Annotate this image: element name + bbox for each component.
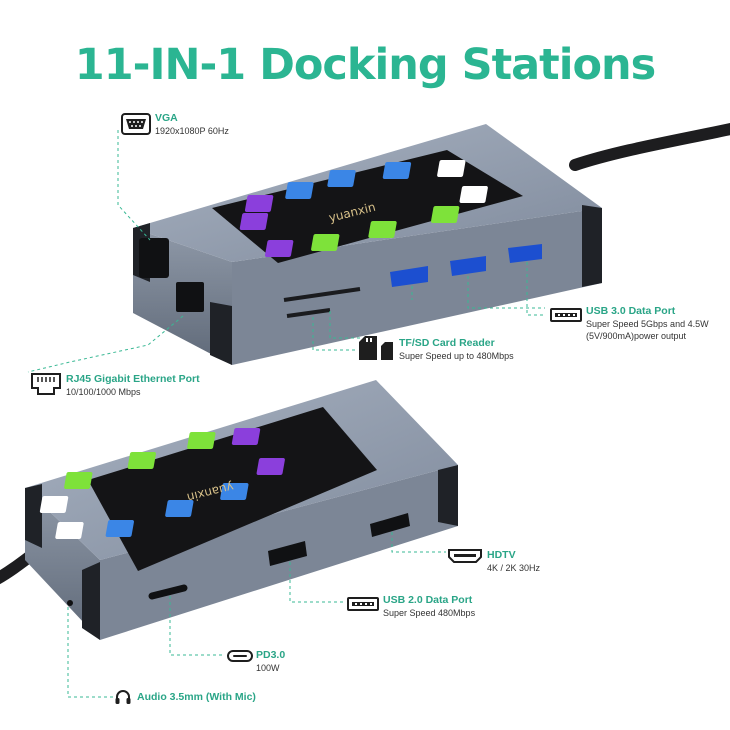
vga-callout: VGA 1920x1080P 60Hz bbox=[155, 112, 229, 137]
usb3-sub: Super Speed 5Gbps and 4.5W bbox=[586, 319, 709, 329]
screen-icon bbox=[382, 162, 412, 179]
usb-c-icon bbox=[227, 650, 253, 662]
usb2-sub: Super Speed 480Mbps bbox=[383, 608, 476, 618]
screen-icon bbox=[431, 206, 460, 223]
vga-icon bbox=[121, 113, 151, 135]
bottom-hdmi-port bbox=[370, 513, 410, 537]
top-usb3-port-1 bbox=[390, 266, 428, 287]
sd-card-icon bbox=[359, 336, 393, 360]
top-rj45-port bbox=[176, 282, 204, 312]
usb3-callout: USB 3.0 Data Port Super Speed 5Gbps and … bbox=[586, 305, 709, 342]
rj45-title: RJ45 Gigabit Ethernet Port bbox=[66, 373, 200, 385]
audio-callout: Audio 3.5mm (With Mic) bbox=[137, 691, 256, 704]
top-dock: yuanxin bbox=[133, 122, 730, 365]
headphones-icon bbox=[115, 690, 131, 704]
usb-icon bbox=[347, 597, 379, 611]
top-dock-cable bbox=[569, 122, 730, 171]
usb2-callout: USB 2.0 Data Port Super Speed 480Mbps bbox=[383, 594, 475, 619]
usb2-title: USB 2.0 Data Port bbox=[383, 594, 473, 606]
screen-icon bbox=[105, 520, 134, 537]
pd-title: PD3.0 bbox=[256, 649, 286, 661]
bottom-audio-port bbox=[67, 600, 73, 606]
screen-icon bbox=[220, 483, 249, 500]
screen-icon bbox=[55, 522, 84, 539]
bottom-usbc-port bbox=[148, 584, 188, 600]
screen-icon bbox=[244, 195, 274, 212]
screen-icon bbox=[311, 234, 340, 251]
bottom-dock: yuanxin bbox=[0, 380, 458, 640]
vga-sub: 1920x1080P 60Hz bbox=[155, 126, 229, 136]
top-dock-front-face bbox=[232, 208, 602, 365]
screen-icon bbox=[265, 240, 294, 257]
screen-icon bbox=[256, 458, 285, 475]
usb3-sub2: (5V/900mA)power output bbox=[586, 331, 687, 341]
bottom-usb2-port bbox=[268, 541, 307, 566]
pd-sub: 100W bbox=[256, 663, 280, 673]
screen-icon bbox=[165, 500, 194, 517]
page-title: 11-IN-1 Docking Stations bbox=[74, 40, 656, 90]
screen-icon bbox=[285, 182, 314, 199]
screen-icon bbox=[231, 428, 261, 445]
screen-icon bbox=[437, 160, 466, 177]
vga-title: VGA bbox=[155, 112, 178, 124]
top-dock-screen bbox=[212, 150, 523, 263]
hdmi-icon bbox=[448, 549, 482, 563]
usb-icon bbox=[550, 308, 582, 322]
hdtv-title: HDTV bbox=[487, 549, 516, 561]
screen-icon bbox=[368, 221, 397, 238]
callout-lines bbox=[27, 130, 545, 698]
bottom-dock-left-face bbox=[25, 488, 100, 640]
screen-icon bbox=[39, 496, 69, 513]
top-usb3-port-3 bbox=[508, 244, 542, 263]
hdtv-callout: HDTV 4K / 2K 30Hz bbox=[487, 549, 540, 574]
screen-icon bbox=[239, 213, 269, 230]
tf-sd-title: TF/SD Card Reader bbox=[399, 337, 495, 349]
screen-icon bbox=[459, 186, 488, 203]
rj45-callout: RJ45 Gigabit Ethernet Port 10/100/1000 M… bbox=[66, 373, 200, 398]
rj45-sub: 10/100/1000 Mbps bbox=[66, 387, 141, 397]
tf-sd-sub: Super Speed up to 480Mbps bbox=[399, 351, 514, 361]
pd-callout: PD3.0 100W bbox=[256, 649, 285, 674]
screen-icon bbox=[127, 452, 156, 469]
ethernet-icon bbox=[31, 373, 61, 395]
tf-sd-callout: TF/SD Card Reader Super Speed up to 480M… bbox=[399, 337, 514, 362]
screen-icon bbox=[327, 170, 356, 187]
usb3-title: USB 3.0 Data Port bbox=[586, 305, 676, 317]
hdtv-sub: 4K / 2K 30Hz bbox=[487, 563, 541, 573]
audio-title: Audio 3.5mm (With Mic) bbox=[137, 691, 256, 703]
top-usb3-port-2 bbox=[450, 256, 486, 276]
screen-icon bbox=[64, 472, 93, 489]
top-vga-port bbox=[139, 238, 169, 278]
screen-icon bbox=[187, 432, 216, 449]
